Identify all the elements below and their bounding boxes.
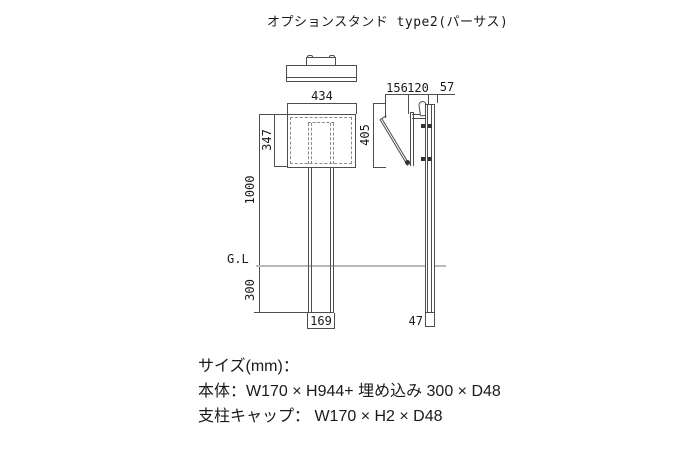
dim-line-347 (274, 114, 275, 167)
panel-back-top (410, 112, 414, 113)
panel-side-tilted (379, 118, 410, 166)
dim-tick (254, 312, 308, 313)
dim-line-top (385, 94, 455, 95)
dim-label-169: 169 (310, 314, 332, 328)
hidden-post-line (311, 123, 312, 164)
hidden-post-line (330, 123, 331, 164)
dim-tick (428, 94, 429, 106)
dim-label-47: 47 (408, 314, 423, 328)
dim-label-405: 405 (358, 124, 372, 146)
dim-label-1000: 1000 (243, 175, 257, 205)
dim-label-434: 434 (311, 89, 333, 103)
dim-label-347: 347 (260, 129, 274, 151)
hidden-post-line (308, 123, 309, 164)
dim-tick (373, 103, 386, 104)
dim-line-1000 (259, 114, 260, 267)
spec-size-heading: サイズ(mm)： (198, 358, 299, 375)
clamp-bolt (421, 124, 425, 128)
dim-tick (434, 313, 435, 327)
dim-line-434 (287, 103, 357, 104)
ground-line (256, 265, 446, 267)
dim-tick (334, 313, 335, 329)
panel-back-line (410, 112, 411, 166)
dim-tick (385, 94, 386, 118)
dim-line-405 (373, 103, 374, 168)
post-front-line (308, 167, 309, 312)
post-front-line (330, 167, 331, 312)
dim-tick (259, 114, 287, 115)
page-title: オプションスタンド type2(パーサス) (267, 15, 509, 30)
post-front-line (311, 167, 312, 312)
ground-line-label: G.L (227, 252, 249, 266)
post-side (425, 104, 435, 313)
dim-tick (356, 103, 357, 114)
clamp-bolt (428, 124, 432, 128)
dim-tick (307, 328, 335, 329)
panel-front-inner (290, 117, 352, 164)
post-side-inner-line (427, 104, 428, 312)
dim-tick (425, 313, 426, 327)
post-side-inner-line (431, 104, 432, 312)
dim-tick (287, 103, 288, 114)
spec-text-block: サイズ(mm)： 本体：W170 × H944+ 埋め込み 300 × D48 … (198, 354, 501, 429)
panel-back-line (413, 112, 414, 166)
spec-post-cap-size: 支柱キャップ： W170 × H2 × D48 (198, 408, 443, 425)
dim-tick (437, 94, 438, 103)
spec-body-size: 本体：W170 × H944+ 埋め込み 300 × D48 (198, 383, 501, 400)
cap-edge-line (287, 77, 356, 78)
dim-label-156: 156 (386, 81, 408, 95)
dim-tick (425, 326, 435, 327)
dim-tick (307, 313, 308, 329)
panel-foot (405, 160, 410, 165)
clamp-bolt (428, 157, 432, 161)
dim-line-300 (259, 267, 260, 313)
dim-label-120: 120 (407, 81, 429, 95)
hidden-post-line (333, 123, 334, 164)
dim-tick (373, 167, 386, 168)
clamp-bolt (421, 157, 425, 161)
dim-label-300: 300 (243, 279, 257, 301)
panel-front (287, 114, 356, 168)
dim-label-57: 57 (439, 80, 455, 94)
cap-plan-view (286, 65, 357, 82)
dim-tick (274, 166, 287, 167)
hidden-post-top (308, 122, 334, 123)
post-front-bottom (308, 312, 334, 313)
post-front-line (333, 167, 334, 312)
dim-tick (408, 94, 409, 114)
